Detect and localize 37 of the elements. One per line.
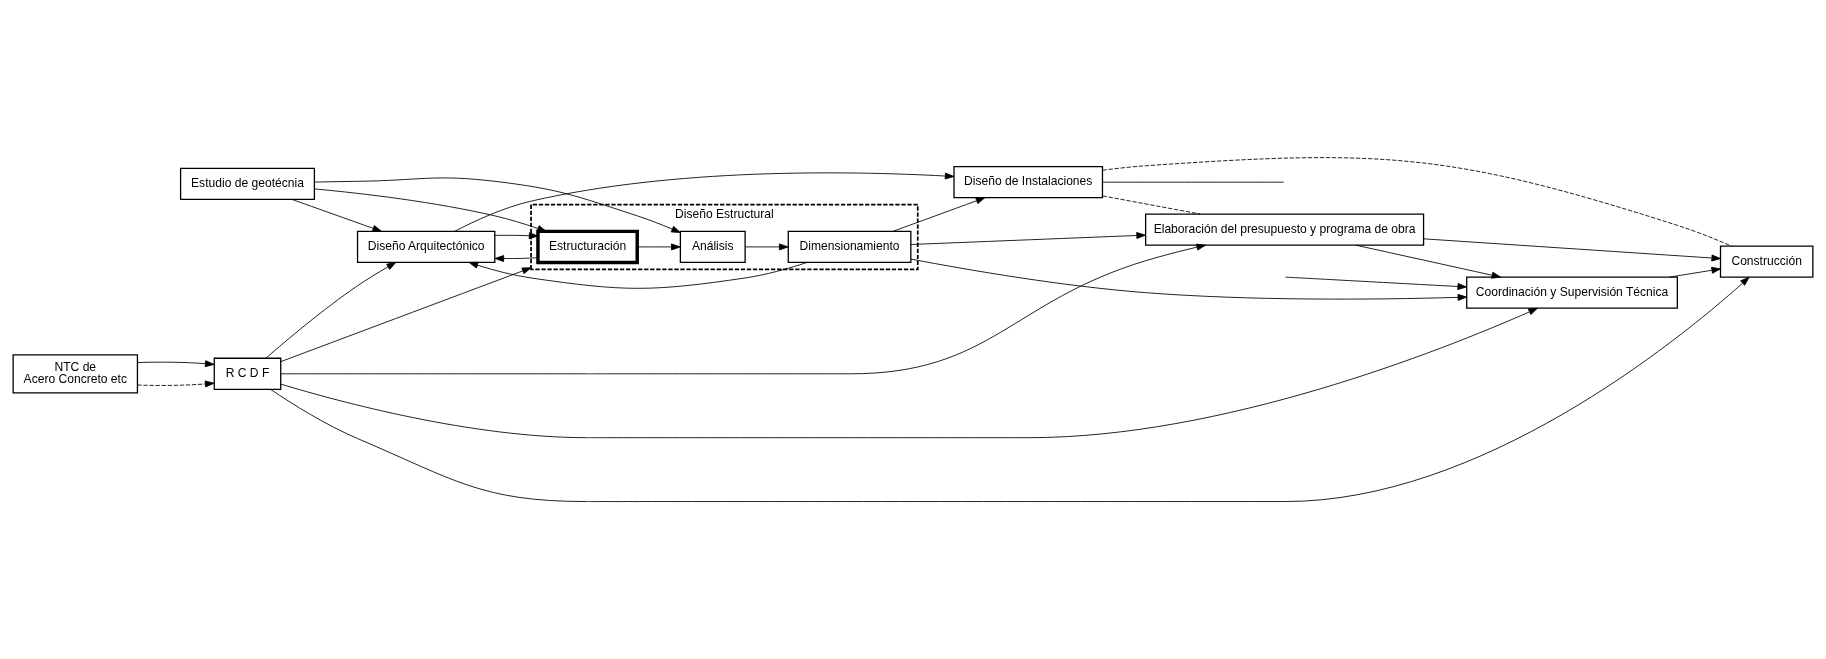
node-box: Diseño de Instalaciones xyxy=(953,166,1104,199)
arrow xyxy=(494,232,539,240)
arrow xyxy=(494,255,539,262)
arrow xyxy=(454,172,955,232)
arrow xyxy=(468,261,808,289)
arrow xyxy=(265,262,397,359)
node-box: Elaboración del presupuesto y programa de obra xyxy=(1144,213,1425,246)
connector xyxy=(1102,195,1201,215)
arrow xyxy=(892,197,986,232)
node-box: Coordinación y Supervisión Técnica xyxy=(1466,276,1678,309)
arrow xyxy=(314,177,681,233)
arrow xyxy=(910,258,1468,301)
arrow xyxy=(1423,238,1721,262)
arrow xyxy=(270,276,1750,502)
connector xyxy=(1102,181,1285,183)
arrow xyxy=(314,188,547,232)
arrow xyxy=(744,243,789,251)
node-box: Diseño Arquitectónico xyxy=(356,230,496,264)
arrow xyxy=(291,199,382,232)
node-box: Estructuración xyxy=(536,229,639,265)
arrow xyxy=(280,243,1206,375)
node-box: Construcción xyxy=(1719,245,1814,278)
node-box: Dimensionamiento xyxy=(787,230,912,264)
node-box: R C D F xyxy=(213,357,282,390)
arrow xyxy=(280,267,532,363)
arrow xyxy=(137,380,215,388)
arrow xyxy=(1669,266,1721,278)
connector xyxy=(1102,157,1732,247)
arrow xyxy=(137,360,215,368)
node-box: NTC de Acero Concreto etc xyxy=(12,354,139,394)
arrow xyxy=(636,243,681,251)
arrow xyxy=(1285,276,1467,290)
node-box: Análisis xyxy=(679,230,746,264)
arrow xyxy=(910,232,1146,245)
arrow xyxy=(280,307,1538,439)
arrow xyxy=(1355,244,1502,279)
node-box: Estudio de geotécnia xyxy=(179,167,316,201)
